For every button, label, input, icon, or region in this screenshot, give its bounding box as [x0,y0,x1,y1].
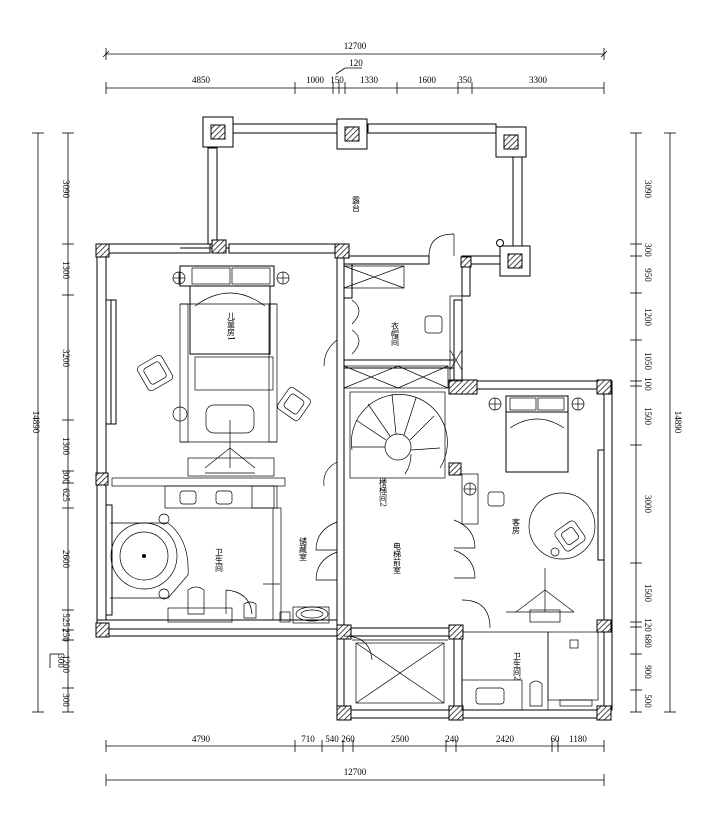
elevator-hall-label: 电梯前室 [393,541,402,574]
structural-columns [95,239,612,721]
bottom-dimension-lines [105,740,605,786]
left-small-dim: 300 [56,654,66,668]
left-dim-9: 1200 [61,655,71,674]
terrace-label: 露台 [352,196,361,213]
bottom-total-dim: 12700 [344,767,367,777]
child-bedroom-label: 儿童房1 [227,312,236,341]
right-dim-1: 300 [643,243,653,257]
right-dim-11: 900 [643,665,653,679]
top-dim-0: 4850 [192,75,211,85]
top-dimension-lines [102,48,608,94]
terrace-pergola [202,116,531,277]
bottom-dim-1: 710 [301,734,315,744]
storage-label: 储藏室 [299,536,308,561]
top-dim-2: 150 [330,75,344,85]
left-dim-10: 300 [61,693,71,707]
left-total-dim: 14890 [31,411,41,434]
right-total-dim: 14890 [673,411,683,434]
top-dim-5: 350 [458,75,472,85]
storage-furniture [292,606,330,624]
right-dim-3: 1200 [643,308,653,327]
right-dim-9: 120 [643,618,653,632]
bottom-dim-5: 240 [445,734,459,744]
right-dimension-lines [630,132,676,713]
right-bathroom-label: 卫生间2 [513,652,522,681]
right-dim-10: 680 [643,634,653,648]
top-dim-3: 1330 [360,75,379,85]
top-small-dim: 120 [349,58,363,68]
cloakroom-label: 衣帽间 [391,321,400,347]
bottom-dim-7: 60 [551,734,561,744]
right-dim-6: 1500 [643,407,653,426]
bottom-dim-0: 4790 [192,734,211,744]
right-dim-12: 500 [643,694,653,708]
guest-room-label: 客房 [512,517,521,535]
left-dim-0: 3090 [61,180,71,199]
right-bathroom-fixtures [461,631,599,711]
walls [96,243,613,719]
left-bathroom-fixtures [110,477,291,623]
child-bedroom-furniture [136,265,311,477]
top-total-dim: 12700 [344,41,367,51]
bottom-dim-6: 2420 [496,734,515,744]
spiral-staircase [349,391,448,479]
right-dim-8: 1500 [643,584,653,603]
bottom-dim-3: 260 [341,734,355,744]
right-dim-4: 1050 [643,352,653,371]
left-dim-1: 1300 [61,261,71,280]
guest-room-furniture [461,395,596,623]
left-dim-4: 300 [61,470,71,484]
left-dim-2: 3200 [61,349,71,368]
bottom-dim-2: 540 [325,734,339,744]
right-dim-0: 3090 [643,180,653,199]
left-dim-8: 250 [61,628,71,642]
left-dim-6: 2600 [61,550,71,569]
left-dim-5: 625 [61,488,71,502]
bottom-dim-4: 2500 [391,734,410,744]
top-dim-4: 1600 [418,75,437,85]
lobby-doors [315,339,491,661]
elevator-shaft [352,639,448,704]
cloakroom-furniture [343,233,463,389]
stair-room-label: 楼梯间2 [379,477,388,507]
top-dim-6: 3300 [529,75,548,85]
left-dim-7: 525 [61,613,71,627]
right-dim-7: 3000 [643,495,653,514]
left-bathroom-label: 卫生间 [215,548,224,573]
bottom-dim-8: 1180 [569,734,587,744]
left-dimension-lines [32,132,74,713]
left-dim-3: 1300 [61,437,71,456]
right-dim-2: 950 [643,268,653,282]
right-dim-5: 100 [643,377,653,391]
top-dim-1: 1000 [306,75,325,85]
